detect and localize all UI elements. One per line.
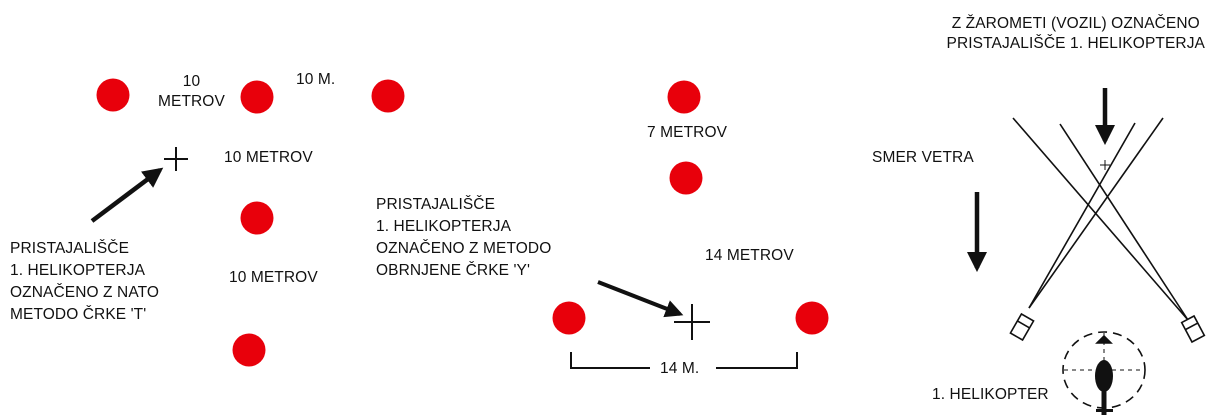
landing-point-cross bbox=[674, 304, 710, 340]
t-method-distance-label: 10 METROV bbox=[224, 149, 313, 166]
headlight-beam bbox=[1012, 117, 1189, 321]
red-light-marker bbox=[232, 333, 266, 367]
red-light-marker bbox=[240, 80, 274, 114]
red-light-marker bbox=[240, 201, 274, 235]
t-method-caption: PRISTAJALIŠČE 1. HELIKOPTERJA OZNAČENO Z… bbox=[10, 240, 160, 323]
red-light-marker bbox=[371, 79, 405, 113]
pointer-arrow bbox=[597, 280, 684, 318]
vehicle-method-title: Z ŽAROMETI (VOZIL) OZNAČENO PRISTAJALIŠČ… bbox=[946, 15, 1205, 52]
vehicle-icon bbox=[1009, 312, 1035, 342]
helicopter-label: 1. HELIKOPTER bbox=[932, 386, 1049, 403]
vehicle-icon bbox=[1180, 314, 1206, 344]
y-method-figure bbox=[552, 80, 829, 369]
t-method-distance-label: 10 M. bbox=[296, 71, 336, 88]
headlight-beam bbox=[1028, 122, 1136, 309]
y-method-distance-label: 14 METROV bbox=[705, 247, 794, 264]
red-light-marker bbox=[667, 80, 701, 114]
t-method-distance-label: 10 METROV bbox=[158, 73, 225, 110]
wind-direction-label: SMER VETRA bbox=[872, 149, 974, 166]
red-light-marker bbox=[552, 301, 586, 335]
landing-point-cross bbox=[164, 147, 188, 171]
landing-point-cross bbox=[1100, 160, 1110, 170]
red-light-marker bbox=[795, 301, 829, 335]
t-method-figure bbox=[90, 78, 405, 367]
red-light-marker bbox=[669, 161, 703, 195]
vehicle-method-figure bbox=[966, 88, 1206, 415]
pointer-arrow bbox=[90, 167, 164, 223]
headlight-beam bbox=[1059, 123, 1189, 321]
red-light-marker bbox=[96, 78, 130, 112]
y-method-distance-label: 14 M. bbox=[660, 360, 700, 377]
helicopter-icon bbox=[1095, 360, 1113, 415]
base-dimension-line bbox=[570, 352, 798, 369]
y-method-caption: PRISTAJALIŠČE 1. HELIKOPTERJA OZNAČENO Z… bbox=[376, 196, 552, 279]
y-method-distance-label: 7 METROV bbox=[647, 124, 728, 141]
t-method-distance-label: 10 METROV bbox=[229, 269, 318, 286]
